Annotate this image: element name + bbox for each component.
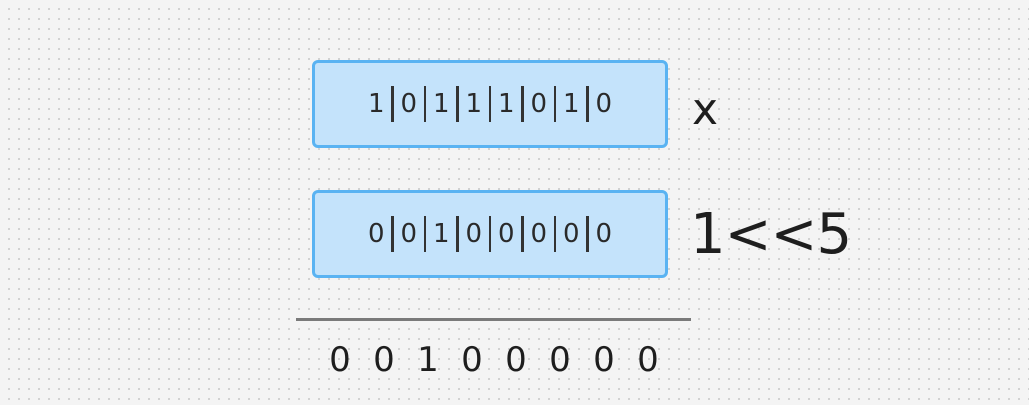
bit-mask-7: 0 (595, 219, 613, 249)
bit-separator (521, 86, 524, 122)
bit-separator (456, 86, 459, 122)
result-bit-5: 0 (549, 340, 571, 380)
bit-mask-0: 0 (367, 219, 385, 249)
operand-mask-bits: 0 0 1 0 0 0 0 0 (365, 216, 615, 252)
bit-separator (391, 86, 394, 122)
bit-separator (488, 86, 492, 122)
bit-mask-3: 0 (465, 219, 483, 249)
bit-x-2: 1 (432, 89, 450, 119)
bit-separator (488, 216, 492, 252)
bit-x-7: 0 (595, 89, 613, 119)
bit-mask-6: 0 (562, 219, 580, 249)
bit-separator (586, 216, 589, 252)
bit-x-0: 1 (367, 89, 385, 119)
bit-separator (553, 216, 557, 252)
result-bit-1: 0 (373, 340, 395, 380)
result-bit-2: 1 (417, 340, 439, 380)
bit-separator (423, 216, 427, 252)
result-bit-3: 0 (461, 340, 483, 380)
bit-separator (521, 216, 524, 252)
bit-mask-1: 0 (400, 219, 418, 249)
operand-x-bits: 1 0 1 1 1 0 1 0 (365, 86, 615, 122)
bit-separator (456, 216, 459, 252)
bit-separator (423, 86, 427, 122)
bit-mask-2: 1 (432, 219, 450, 249)
operand-x-label: x (692, 84, 719, 135)
operand-x-box: 1 0 1 1 1 0 1 0 (312, 60, 668, 148)
result-bits: 0 0 1 0 0 0 0 0 (318, 340, 678, 380)
bit-mask-5: 0 (530, 219, 548, 249)
result-divider-line (296, 318, 691, 321)
operand-mask-label: 1<<5 (690, 202, 852, 267)
bit-separator (586, 86, 589, 122)
bit-x-3: 1 (465, 89, 483, 119)
result-bit-4: 0 (505, 340, 527, 380)
result-bit-0: 0 (329, 340, 351, 380)
bit-separator (391, 216, 394, 252)
bit-x-4: 1 (497, 89, 515, 119)
bit-mask-4: 0 (497, 219, 515, 249)
result-bit-6: 0 (593, 340, 615, 380)
bit-separator (553, 86, 557, 122)
bit-x-1: 0 (400, 89, 418, 119)
bit-x-5: 0 (530, 89, 548, 119)
operand-mask-box: 0 0 1 0 0 0 0 0 (312, 190, 668, 278)
result-bit-7: 0 (637, 340, 659, 380)
bit-x-6: 1 (562, 89, 580, 119)
